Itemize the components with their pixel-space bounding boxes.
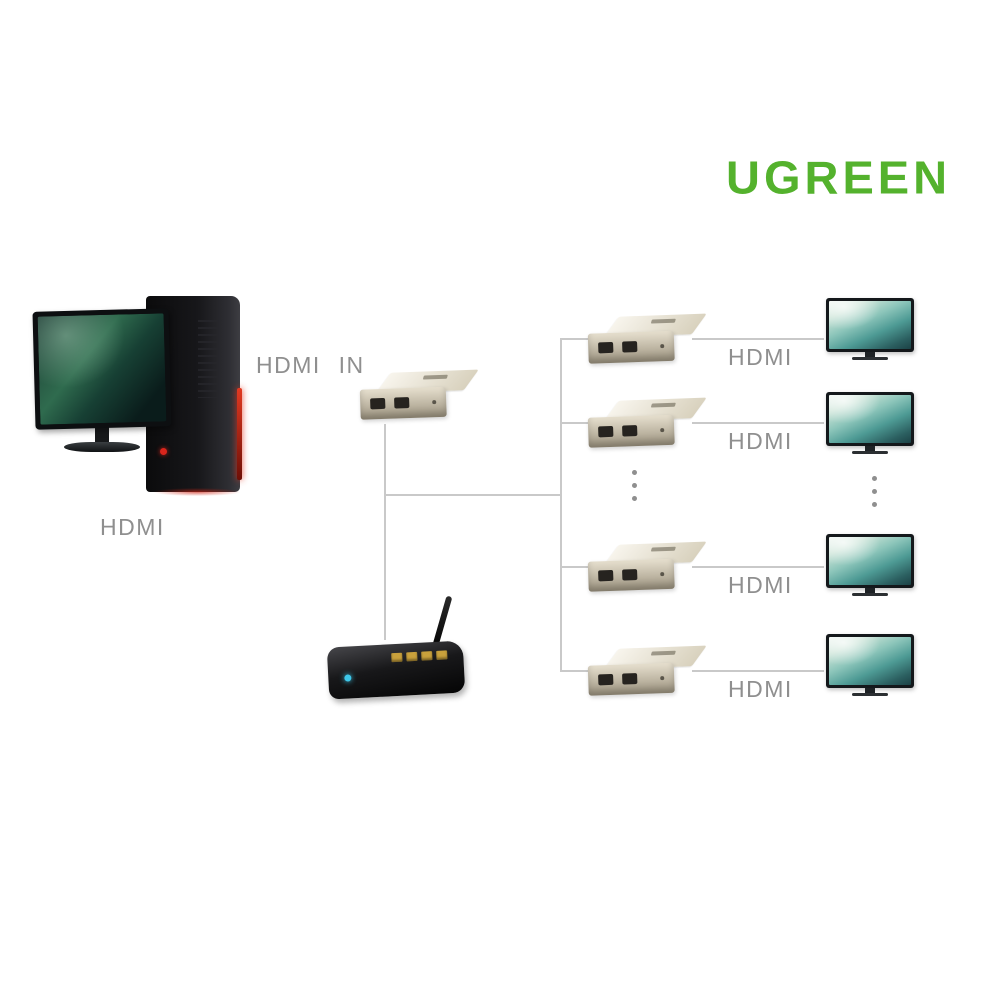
connector-branch-3 [562,566,588,568]
tv-display-icon [826,298,914,360]
connector-receiver4-to-tv [692,670,824,672]
hdmi-in-label: HDMI IN [256,352,365,378]
pc-monitor-icon [32,308,172,452]
connector-receiver1-to-tv [692,338,824,340]
router-lan-ports [391,650,448,663]
source-hdmi-label: HDMI [100,514,165,540]
tower-red-accent [237,388,242,480]
router-status-led [344,674,352,682]
lan-port-icon [622,425,638,437]
vertical-ellipsis-icon [632,470,637,501]
tv-display-icon [826,634,914,696]
lan-port-icon [622,341,638,353]
hdmi-extender-receiver-icon [587,642,707,701]
connector-transmitter-to-router [384,424,386,640]
output-hdmi-label-1: HDMI [728,344,793,370]
lan-port-icon [622,673,638,685]
hdmi-port-icon [598,341,614,354]
output-hdmi-label-2: HDMI [728,428,793,454]
tower-power-led [160,448,167,455]
output-hdmi-label-4: HDMI [728,676,793,702]
connector-to-trunk [384,494,562,496]
connector-branch-1 [562,338,588,340]
monitor-screen [37,313,167,425]
hdmi-extender-receiver-icon [587,538,707,597]
lan-port-icon [394,397,410,409]
connector-branch-4 [562,670,588,672]
extender-front-face [359,386,447,420]
monitor-frame [32,308,172,430]
vertical-ellipsis-icon [872,476,877,507]
extender-print-mark [422,374,448,380]
hdmi-extender-receiver-icon [587,394,707,453]
brand-logo: UGREEN [726,151,952,204]
tower-vents [198,320,218,398]
connector-trunk [560,338,562,672]
tv-display-icon [826,534,914,596]
extender-led [432,400,437,405]
output-hdmi-label-3: HDMI [728,572,793,598]
hdmi-port-icon [598,425,614,438]
hdmi-port-icon [370,397,386,410]
tower-red-glow [153,488,240,496]
connector-receiver3-to-tv [692,566,824,568]
tv-display-icon [826,392,914,454]
monitor-neck [95,426,109,442]
hdmi-port-icon [598,673,614,686]
wireless-router-icon [326,594,478,706]
monitor-base [64,442,140,452]
router-body [326,640,466,700]
lan-port-icon [622,569,638,581]
hdmi-port-icon [598,569,614,582]
hdmi-extender-transmitter-icon [359,366,479,425]
connector-branch-2 [562,422,588,424]
hdmi-extender-receiver-icon [587,310,707,369]
connector-receiver2-to-tv [692,422,824,424]
